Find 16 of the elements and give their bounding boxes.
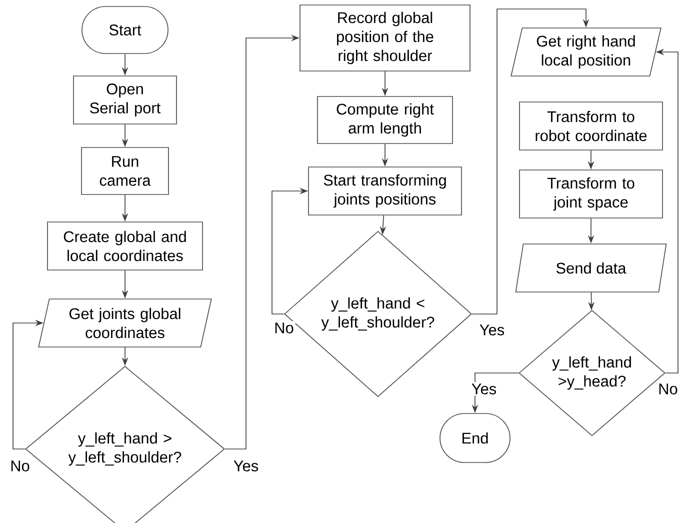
process-box: Run camera bbox=[81, 147, 169, 195]
data-parallelogram: Get right hand local position bbox=[510, 28, 662, 76]
process-box: Record global position of the right shoulder bbox=[300, 4, 470, 72]
edge-label: No bbox=[272, 321, 296, 335]
process-box: Open Serial port bbox=[73, 76, 177, 124]
data-parallelogram: Send data bbox=[515, 244, 667, 292]
edge-label: Yes bbox=[470, 382, 498, 396]
process-box: Transform to robot coordinate bbox=[519, 102, 663, 150]
edge-label: Yes bbox=[478, 323, 506, 337]
arrow bbox=[472, 8, 590, 314]
process-box: Create global and local coordinates bbox=[47, 222, 203, 270]
process-box: Compute right arm length bbox=[317, 96, 453, 144]
data-parallelogram: Get joints global coordinates bbox=[38, 298, 212, 348]
process-box: Start transforming joints positions bbox=[308, 166, 462, 216]
process-box: Transform to joint space bbox=[519, 170, 663, 218]
edge-label: Yes bbox=[232, 459, 260, 473]
